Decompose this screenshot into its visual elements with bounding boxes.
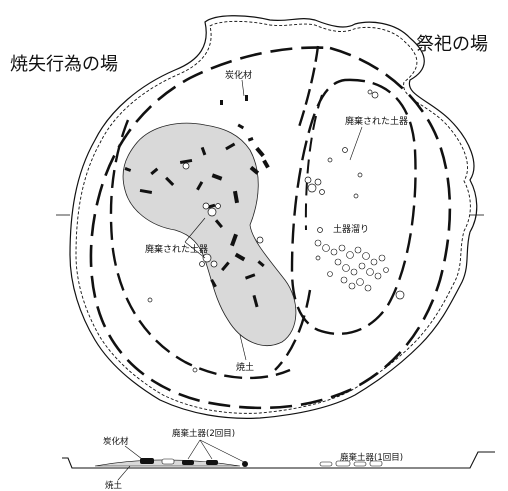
left-area-dashed-line: [109, 119, 312, 380]
inner-wall-dashed-line: [89, 46, 452, 410]
section-leader-lines: [117, 439, 245, 481]
label-charcoal: 炭化材: [225, 69, 252, 81]
burning-area-title: 焼失行為の場: [10, 54, 118, 75]
label-burnt-soil: 焼土: [236, 361, 254, 373]
label-discarded-pottery-left: 廃棄された土器: [145, 243, 208, 255]
section-label-charcoal: 炭化材: [103, 436, 129, 447]
burnt-area-fill: [122, 122, 297, 346]
ritual-inner-arc: [304, 94, 323, 231]
ritual-area-title: 祭祀の場: [416, 34, 488, 55]
leader-lines: [184, 79, 363, 361]
pottery-sherds: [147, 89, 405, 373]
charcoal-fragments: [124, 95, 270, 308]
cross-section-profile: [62, 451, 495, 469]
dividing-wall-line: [296, 45, 320, 131]
ritual-area-oval: [290, 78, 417, 335]
section-label-burnt-soil: 焼土: [105, 480, 123, 491]
label-pottery-pool: 土器溜り: [333, 223, 369, 235]
label-discarded-pottery-right: 廃棄された土器: [345, 115, 408, 127]
outer-pit-outline: [69, 15, 478, 419]
section-label-discarded-pottery-1: 廃棄土器(1回目): [340, 452, 403, 463]
pottery-pool-cluster: [314, 239, 389, 292]
section-label-discarded-pottery-2: 廃棄土器(2回目): [172, 428, 235, 439]
